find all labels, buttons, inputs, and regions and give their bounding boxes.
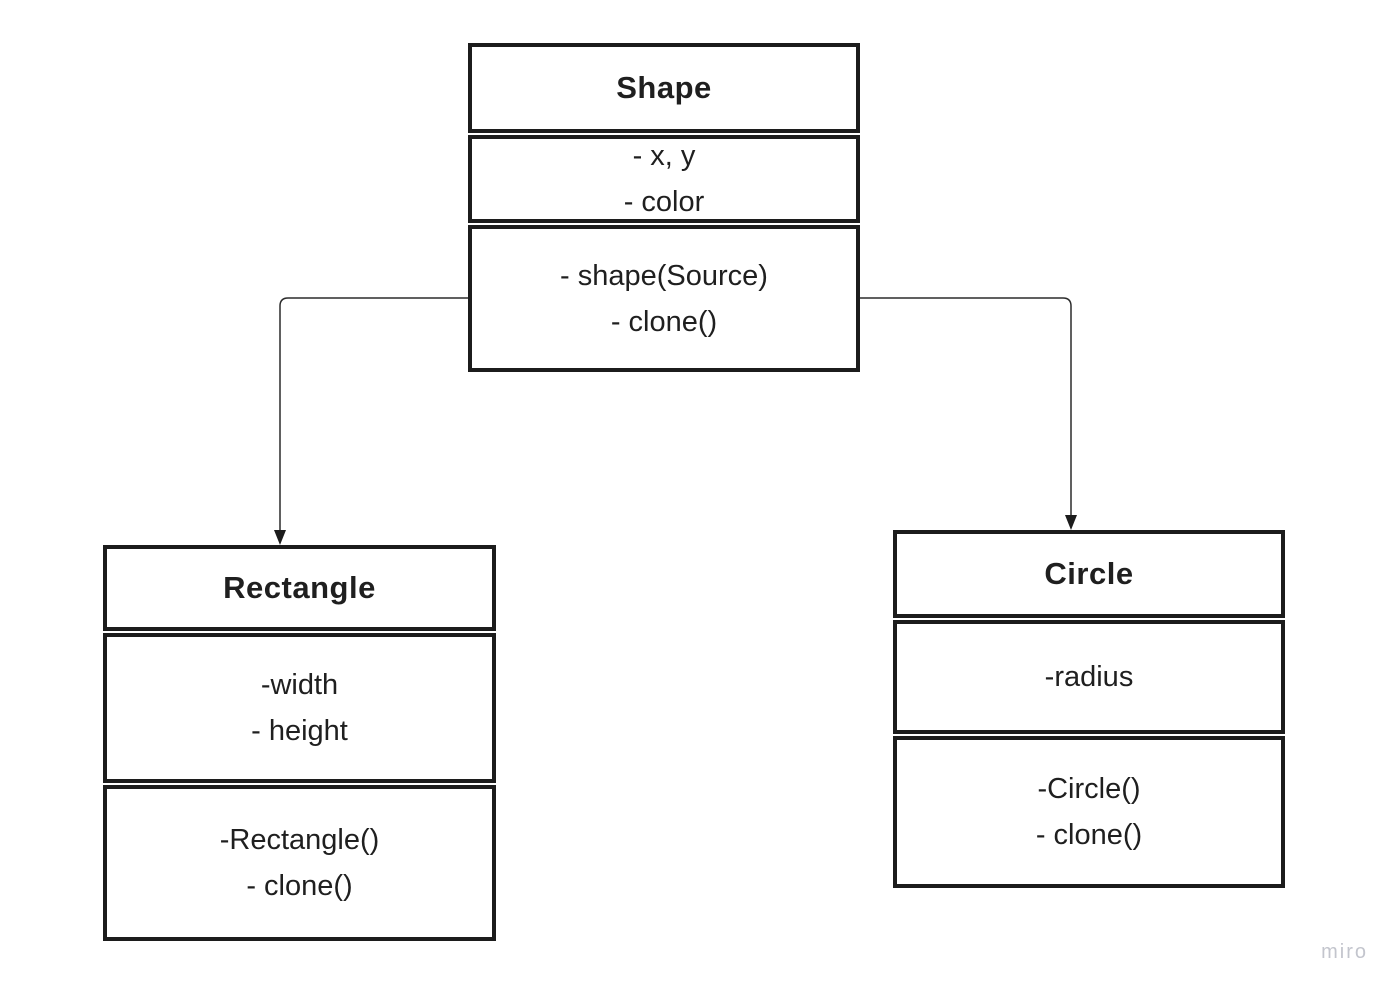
connector-shape-to-circle — [860, 297, 1072, 516]
arrowhead-circle-icon — [1065, 515, 1077, 530]
class-name-label: Shape — [616, 70, 712, 105]
method-line: - clone() — [246, 870, 353, 902]
class-box-rectangle: Rectangle -width - height -Rectangle() -… — [103, 545, 496, 941]
miro-watermark: miro — [1321, 941, 1368, 963]
method-line: - shape(Source) — [560, 259, 768, 292]
class-name-label: Rectangle — [223, 570, 376, 605]
method-line: -Rectangle() — [219, 824, 380, 856]
class-methods-circle: -Circle() - clone() — [893, 736, 1285, 888]
attribute-line: -radius — [1044, 661, 1134, 693]
attribute-line: - color — [623, 186, 705, 218]
attribute-line: - height — [251, 715, 348, 747]
connector-shape-to-rectangle — [279, 297, 468, 531]
class-attributes-rectangle: -width - height — [103, 633, 496, 783]
attribute-line: -width — [260, 669, 339, 701]
class-title-circle: Circle — [893, 530, 1285, 618]
class-attributes-shape: - x, y - color — [468, 135, 860, 223]
class-methods-shape: - shape(Source) - clone() — [468, 225, 860, 372]
class-methods-rectangle: -Rectangle() - clone() — [103, 785, 496, 941]
arrowhead-rectangle-icon — [274, 530, 286, 545]
method-line: - clone() — [1035, 819, 1143, 851]
class-name-label: Circle — [1044, 556, 1134, 591]
class-box-circle: Circle -radius -Circle() - clone() — [893, 530, 1285, 888]
attribute-line: - x, y — [632, 140, 696, 172]
class-box-shape: Shape - x, y - color - shape(Source) - c… — [468, 43, 860, 372]
class-title-rectangle: Rectangle — [103, 545, 496, 631]
method-line: -Circle() — [1037, 773, 1141, 805]
class-title-shape: Shape — [468, 43, 860, 133]
method-line: - clone() — [610, 305, 718, 338]
class-attributes-circle: -radius — [893, 620, 1285, 734]
